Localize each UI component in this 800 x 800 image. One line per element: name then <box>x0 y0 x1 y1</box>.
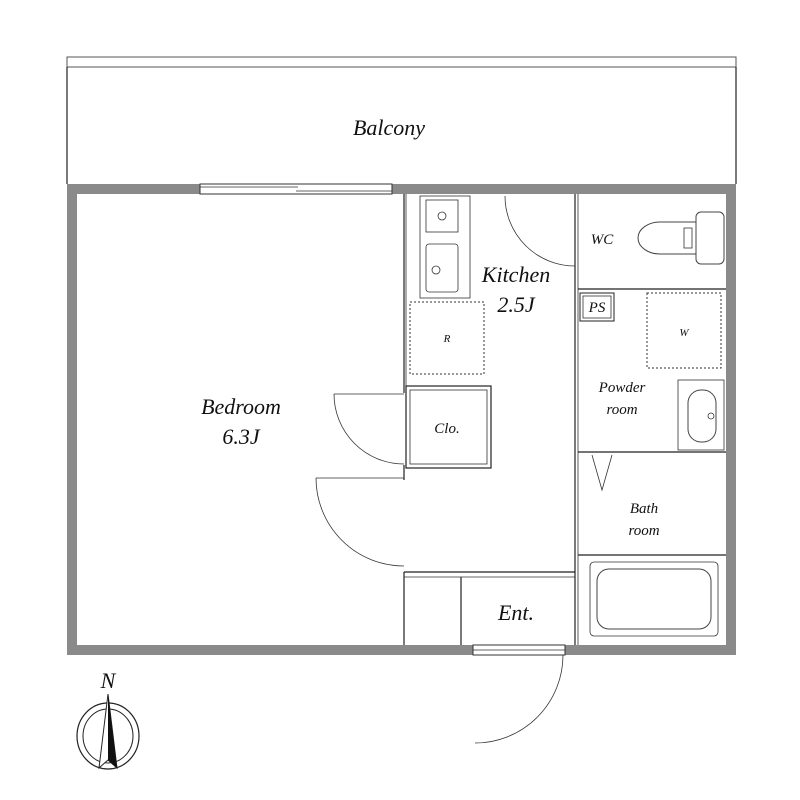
wc: WC <box>591 211 725 265</box>
pipe-space: PS <box>579 292 615 322</box>
interior-walls <box>403 194 726 645</box>
compass-icon <box>76 693 140 770</box>
closet: Clo. <box>405 385 492 469</box>
kitchen-counter <box>419 195 471 299</box>
bath-room-line1: Bath <box>630 501 658 517</box>
toilet-icon <box>637 211 725 265</box>
bedroom-name: Bedroom <box>201 394 281 419</box>
wc-label: WC <box>591 232 614 248</box>
entrance: Ent. <box>497 600 534 625</box>
north-label: N <box>100 668 117 693</box>
closet-label: Clo. <box>434 421 459 437</box>
kitchen-size: 2.5J <box>497 292 536 317</box>
ps-label: PS <box>588 300 606 316</box>
entrance-door <box>472 644 566 744</box>
refrigerator: R <box>409 301 485 375</box>
refrigerator-label: R <box>443 333 451 345</box>
bedroom-size: 6.3J <box>222 424 261 449</box>
kitchen-name: Kitchen <box>481 262 550 287</box>
balcony-label: Balcony <box>353 115 425 140</box>
north-compass: N <box>76 668 140 770</box>
exterior-walls <box>67 184 736 655</box>
washer-label: W <box>679 327 689 339</box>
balcony: Balcony <box>66 56 737 184</box>
bath-room-line2: room <box>628 523 659 539</box>
closet-door <box>333 393 405 465</box>
bedroom-door <box>315 477 405 567</box>
bath-door <box>591 454 613 492</box>
kitchen: Kitchen 2.5J R <box>409 195 576 375</box>
bath-room: Bath room <box>589 454 719 637</box>
washer-space: W <box>646 292 722 369</box>
powder-room: Powder room <box>598 379 725 451</box>
wc-door <box>504 195 576 267</box>
powder-room-line1: Powder <box>598 380 646 396</box>
sink-icon <box>677 379 725 451</box>
balcony-window <box>199 183 393 195</box>
bedroom: Bedroom 6.3J <box>201 393 405 567</box>
entrance-label: Ent. <box>497 600 534 625</box>
bathtub-icon <box>589 561 719 637</box>
powder-room-line2: room <box>606 402 637 418</box>
